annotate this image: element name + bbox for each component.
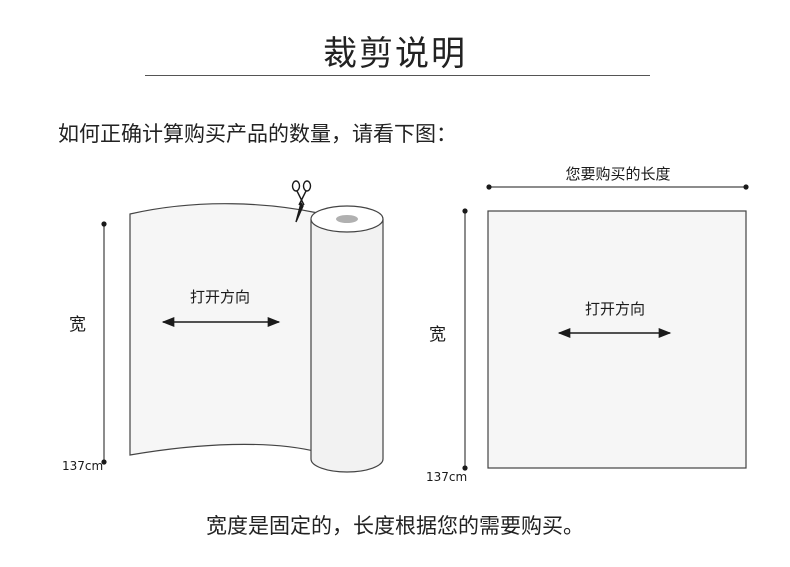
footer-note: 宽度是固定的，长度根据您的需要购买。 — [206, 514, 584, 538]
page-title: 裁剪说明 — [323, 34, 467, 74]
flat-width-value: 137cm — [426, 470, 467, 484]
intro-text: 如何正确计算购买产品的数量，请看下图： — [58, 122, 457, 146]
flat-diagram: 您要购买的长度 宽 137cm 打开方向 — [426, 165, 749, 484]
fabric-piece — [487, 210, 747, 469]
fabric-sheet — [129, 203, 319, 456]
length-label: 您要购买的长度 — [565, 165, 670, 183]
scissors-icon — [291, 180, 312, 223]
flat-direction-label: 打开方向 — [585, 300, 645, 318]
roll-core — [336, 215, 358, 223]
roll-diagram: 宽 137cm 打开方向 — [62, 180, 384, 473]
roll-direction-label: 打开方向 — [190, 288, 250, 306]
fabric-roll — [310, 205, 384, 473]
roll-width-value: 137cm — [62, 459, 103, 473]
title-divider — [145, 75, 650, 76]
flat-width-label: 宽 — [429, 325, 446, 345]
roll-width-label: 宽 — [69, 315, 86, 335]
